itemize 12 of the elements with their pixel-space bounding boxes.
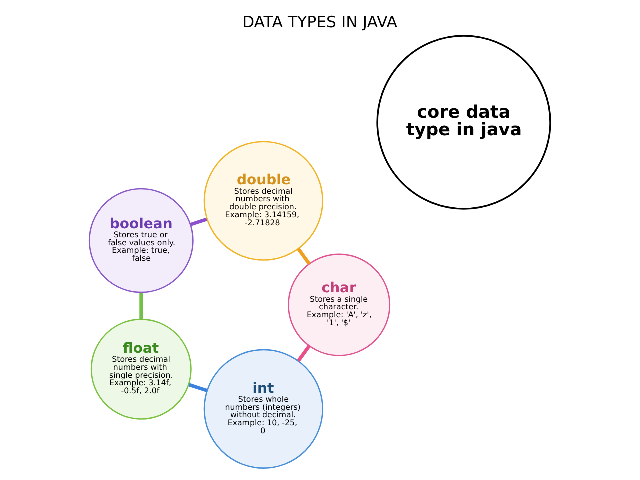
node-circle: double Stores decimal numbers with double precision. Example: 3.14159, -2.71828: [204, 141, 324, 261]
connector: [140, 293, 144, 320]
connector: [188, 383, 208, 392]
node-circle: float Stores decimal numbers with single precision. Example: 3.14f, -0.5f, 2.0f: [90, 318, 192, 420]
node-circle: int Stores whole numbers (integers) without decimal. Example: 10, -25, 0: [204, 349, 324, 469]
connector: [190, 218, 208, 226]
node-circle: char Stores a single character. Example: 'A', 'z', '1', '$': [288, 254, 391, 356]
diagram-title: DATA TYPES IN JAVA: [242, 12, 398, 32]
node-circle: core data type in java: [376, 35, 552, 210]
connector: [297, 345, 311, 362]
connector: [297, 248, 311, 266]
node-circle: boolean Stores true or false values only. Example: true, false: [88, 188, 194, 294]
